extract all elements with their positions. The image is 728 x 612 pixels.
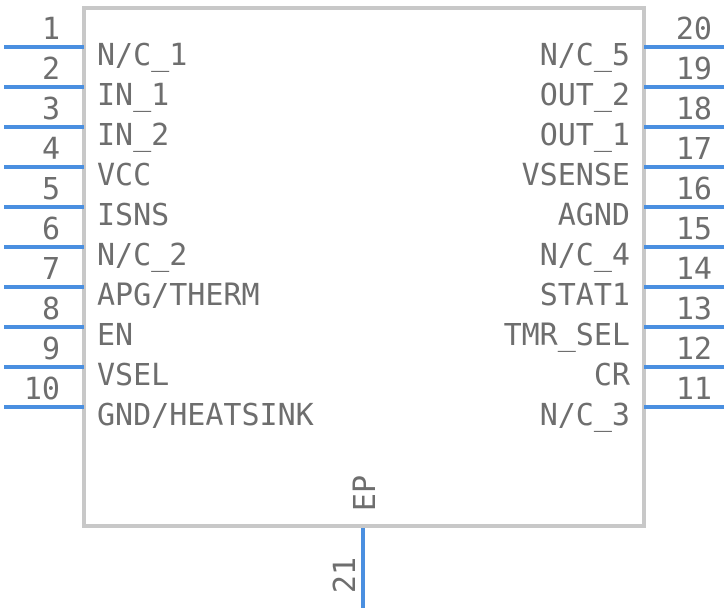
pin-21-name: EP	[348, 475, 383, 511]
pin-19-number: 19	[676, 52, 712, 87]
pin-15-number: 15	[676, 212, 712, 247]
pin-6-number: 6	[42, 212, 60, 247]
ic-body-outline	[82, 6, 646, 528]
pin-17-number: 17	[676, 132, 712, 167]
pin-19-name: OUT_2	[540, 78, 630, 113]
pin-21-number: 21	[328, 557, 363, 593]
pin-12-number: 12	[676, 332, 712, 367]
pin-16-name: AGND	[558, 198, 630, 233]
pin-7-name: APG/THERM	[97, 278, 260, 313]
pin-15-name: N/C_4	[540, 238, 630, 273]
pin-6-name: N/C_2	[97, 238, 187, 273]
pin-17-name: VSENSE	[522, 158, 630, 193]
pin-12-name: CR	[594, 358, 631, 393]
pin-7-number: 7	[42, 252, 60, 287]
pin-8-number: 8	[42, 292, 60, 327]
pin-4-number: 4	[42, 132, 60, 167]
pin-13-name: TMR_SEL	[504, 318, 630, 353]
pin-5-name: ISNS	[97, 198, 169, 233]
pin-2-number: 2	[42, 52, 60, 87]
pin-14-name: STAT1	[540, 278, 630, 313]
pin-20-number: 20	[676, 12, 712, 47]
pin-13-number: 13	[676, 292, 712, 327]
pin-18-name: OUT_1	[540, 118, 630, 153]
pin-9-number: 9	[42, 332, 60, 367]
pin-1-number: 1	[42, 12, 60, 47]
pin-1-name: N/C_1	[97, 38, 187, 73]
bottom-pin-group: 21 EP	[328, 475, 383, 608]
pin-3-name: IN_2	[97, 118, 169, 153]
pin-11-name: N/C_3	[540, 398, 630, 433]
pin-10-number: 10	[24, 372, 60, 407]
pin-3-number: 3	[42, 92, 60, 127]
pin-10-name: GND/HEATSINK	[97, 398, 314, 433]
pin-4-name: VCC	[97, 158, 151, 193]
pin-9-name: VSEL	[97, 358, 169, 393]
pin-8-name: EN	[97, 318, 133, 353]
pin-5-number: 5	[42, 172, 60, 207]
pin-20-name: N/C_5	[540, 38, 630, 73]
pin-11-number: 11	[676, 372, 712, 407]
pin-18-number: 18	[676, 92, 712, 127]
pin-2-name: IN_1	[97, 78, 169, 113]
pin-14-number: 14	[676, 252, 712, 287]
pin-16-number: 16	[676, 172, 712, 207]
